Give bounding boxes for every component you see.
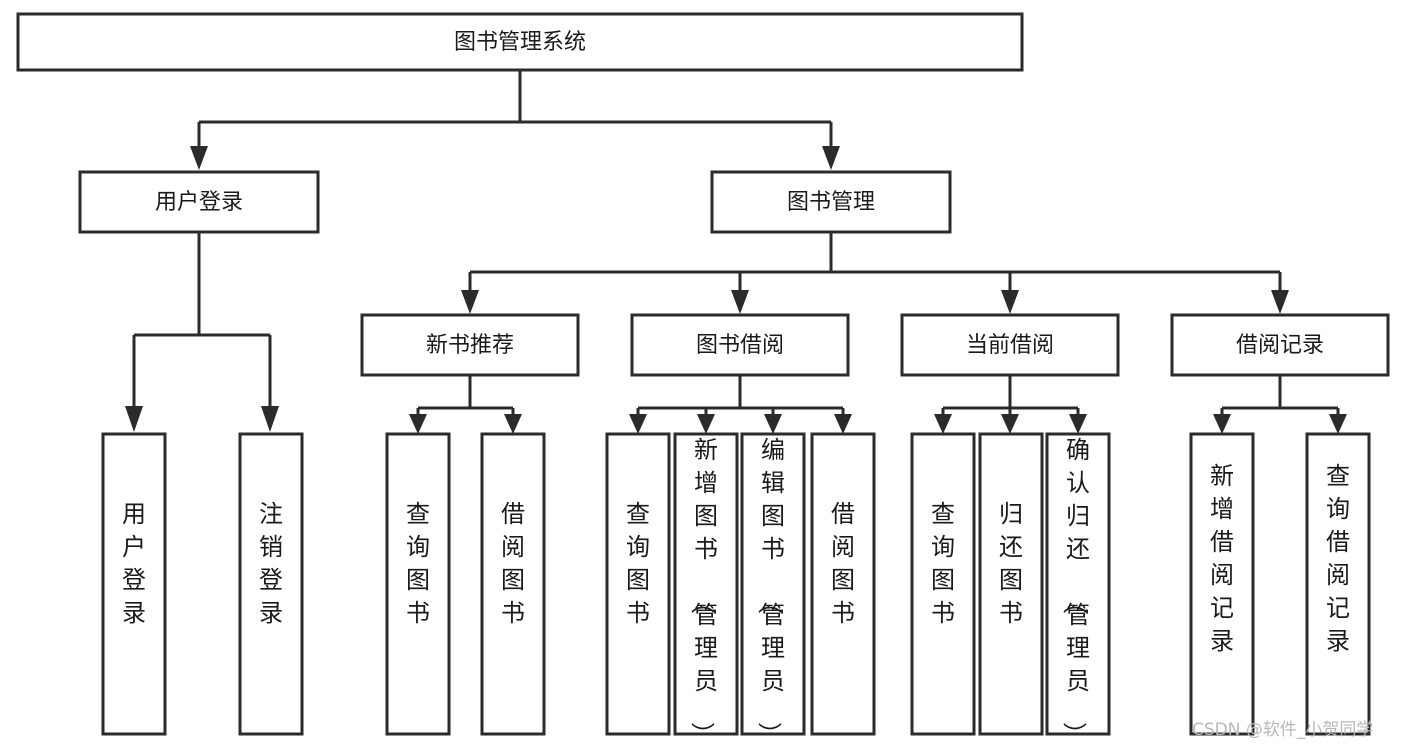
arrow-to-book-management: [822, 146, 840, 170]
leaf-borrow-book-2-box[interactable]: [810, 432, 876, 736]
book-management-box[interactable]: [710, 170, 952, 234]
book-borrow-label: 图书借阅: [696, 333, 784, 358]
arrow-leaf-query-book-3: [934, 414, 952, 434]
connector-group: [125, 70, 1347, 434]
node-leaf-edit-book[interactable]: 编辑图书（管理员）: [740, 432, 806, 746]
arrow-leaf-edit-book: [764, 414, 782, 434]
leaf-query-book-3-label: 查询图书: [931, 500, 955, 627]
node-leaf-borrow-book-1[interactable]: 借阅图书: [480, 432, 546, 736]
leaf-borrow-book-2-label: 借阅图书: [831, 500, 855, 627]
node-book-management[interactable]: 图书管理: [710, 170, 952, 234]
arrow-to-new-book-recommend: [461, 290, 479, 314]
user-login-label: 用户登录: [155, 190, 243, 215]
leaf-add-book-label: 新增图书（管理员）: [688, 436, 718, 746]
current-borrow-label: 当前借阅: [966, 333, 1054, 358]
node-user-login[interactable]: 用户登录: [78, 170, 320, 234]
leaf-add-record-box[interactable]: [1189, 432, 1255, 736]
root-label: 图书管理系统: [454, 30, 586, 55]
arrow-leaf-return-book: [1001, 414, 1019, 434]
arrow-leaf-query-book-2: [629, 414, 647, 434]
new-book-recommend-box[interactable]: [360, 313, 580, 377]
leaf-return-book-label: 归还图书: [999, 500, 1023, 627]
leaf-user-login-label: 用户登录: [122, 500, 146, 627]
leaf-add-book-box[interactable]: [673, 432, 739, 736]
arrow-to-current-borrow: [1001, 290, 1019, 314]
arrow-leaf-logout-login: [261, 406, 279, 432]
arrow-to-user-login: [190, 146, 208, 170]
node-borrow-record[interactable]: 借阅记录: [1170, 313, 1390, 377]
leaf-confirm-return-label: 确认归还（管理员）: [1060, 436, 1090, 746]
leaf-user-login-box[interactable]: [101, 432, 167, 736]
leaf-edit-book-box[interactable]: [740, 432, 806, 736]
leaf-query-book-1-label: 查询图书: [406, 500, 430, 627]
node-leaf-borrow-book-2[interactable]: 借阅图书: [810, 432, 876, 736]
arrow-to-book-borrow: [731, 290, 749, 314]
arrow-leaf-add-record: [1213, 414, 1231, 434]
book-borrow-box[interactable]: [630, 313, 850, 377]
leaf-query-record-label: 查询借阅记录: [1326, 462, 1350, 655]
csdn-watermark: CSDN @软件_小贺同学: [1192, 720, 1373, 740]
leaf-edit-book-label: 编辑图书（管理员）: [755, 436, 785, 746]
book-management-label: 图书管理: [787, 190, 875, 215]
leaf-logout-login-box[interactable]: [238, 432, 304, 736]
arrow-leaf-query-record: [1329, 414, 1347, 434]
arrow-leaf-confirm-return: [1069, 414, 1087, 434]
leaf-query-record-box[interactable]: [1305, 432, 1371, 736]
node-leaf-add-record[interactable]: 新增借阅记录: [1189, 432, 1255, 736]
node-leaf-query-book-3[interactable]: 查询图书: [910, 432, 976, 736]
arrow-leaf-user-login: [125, 406, 143, 432]
leaf-return-book-box[interactable]: [978, 432, 1044, 736]
leaf-logout-login-label: 注销登录: [259, 500, 283, 627]
leaf-borrow-book-1-label: 借阅图书: [501, 500, 525, 627]
node-leaf-user-login[interactable]: 用户登录: [101, 432, 167, 736]
node-new-book-recommend[interactable]: 新书推荐: [360, 313, 580, 377]
leaf-query-book-3-box[interactable]: [910, 432, 976, 736]
node-root-system[interactable]: 图书管理系统: [16, 12, 1024, 72]
leaf-query-book-2-label: 查询图书: [626, 500, 650, 627]
node-leaf-query-book-2[interactable]: 查询图书: [605, 432, 671, 736]
borrow-record-label: 借阅记录: [1236, 333, 1324, 358]
node-book-borrow[interactable]: 图书借阅: [630, 313, 850, 377]
node-leaf-confirm-return[interactable]: 确认归还（管理员）: [1045, 432, 1111, 746]
leaf-add-record-label: 新增借阅记录: [1210, 462, 1234, 655]
new-book-recommend-label: 新书推荐: [426, 333, 514, 358]
node-leaf-query-book-1[interactable]: 查询图书: [385, 432, 451, 736]
borrow-record-box[interactable]: [1170, 313, 1390, 377]
arrow-leaf-query-book-1: [409, 414, 427, 434]
node-leaf-query-record[interactable]: 查询借阅记录: [1305, 432, 1371, 736]
node-current-borrow[interactable]: 当前借阅: [900, 313, 1120, 377]
user-login-box[interactable]: [78, 170, 320, 234]
arrow-leaf-borrow-book-1: [504, 414, 522, 434]
arrow-leaf-add-book: [697, 414, 715, 434]
leaf-query-book-2-box[interactable]: [605, 432, 671, 736]
node-leaf-logout-login[interactable]: 注销登录: [238, 432, 304, 736]
root-box[interactable]: [16, 12, 1024, 72]
node-leaf-return-book[interactable]: 归还图书: [978, 432, 1044, 736]
leaf-confirm-return-box[interactable]: [1045, 432, 1111, 736]
leaf-query-book-1-box[interactable]: [385, 432, 451, 736]
current-borrow-box[interactable]: [900, 313, 1120, 377]
leaf-borrow-book-1-box[interactable]: [480, 432, 546, 736]
node-leaf-add-book[interactable]: 新增图书（管理员）: [673, 432, 739, 746]
arrow-leaf-borrow-book-2: [834, 414, 852, 434]
arrow-to-borrow-record: [1271, 290, 1289, 314]
